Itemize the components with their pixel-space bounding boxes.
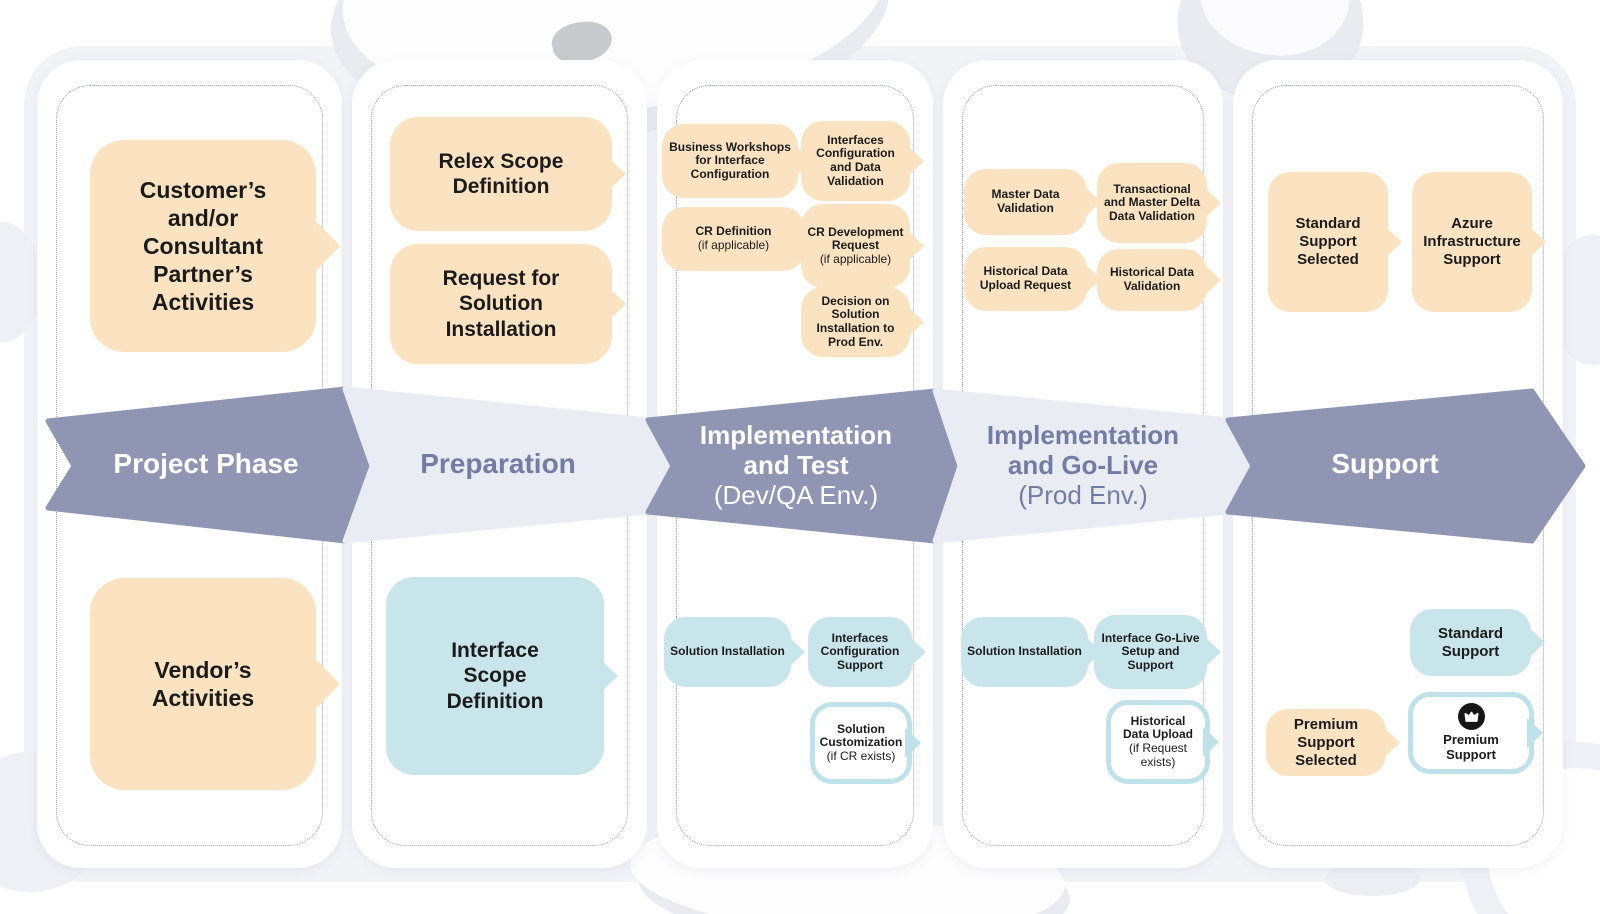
bubble-solution-installation-prod: Solution Installation	[961, 617, 1088, 687]
bubble-premium-support: Premium Support	[1408, 692, 1534, 774]
phase-text: Support	[1331, 448, 1439, 479]
bubble-note: (if Request exists)	[1128, 741, 1188, 769]
phase-text: and Go-Live	[1007, 450, 1159, 481]
bubble-text: Interface Scope Definition	[446, 639, 544, 713]
bubble-text: Azure Infrastructure Support	[1423, 215, 1521, 268]
bubble-transactional-master-delta: Transactional and Master Delta Data Vali…	[1097, 163, 1207, 243]
phase-text: Project Phase	[113, 448, 299, 479]
bubble-text: Interfaces Configuration and Data Valida…	[816, 132, 895, 188]
bubble-premium-support-selected: Premium Support Selected	[1266, 709, 1386, 776]
bubble-relex-scope-definition: Relex Scope Definition	[390, 117, 612, 231]
bubble-text: Decision on Solution Installation to Pro…	[816, 293, 895, 349]
bubble-text: Historical Data Upload Request	[979, 264, 1072, 292]
bubble-historical-data-validation: Historical Data Validation	[1097, 249, 1207, 311]
bubble-interfaces-config-validation: Interfaces Configuration and Data Valida…	[801, 121, 910, 201]
bubble-business-workshops: Business Workshops for Interface Configu…	[662, 124, 798, 198]
bubble-note: (if applicable)	[697, 238, 770, 252]
phase-label-implementation-test: Implementation and Test (Dev/QA Env.)	[655, 420, 937, 510]
bubble-text: Historical Data Validation	[1109, 265, 1195, 293]
bubble-text: Customer’s and/or Consultant Partner’s A…	[139, 176, 267, 316]
bubble-text: Relex Scope Definition	[438, 149, 564, 198]
bubble-note: (if CR exists)	[826, 748, 896, 763]
bubble-solution-customization: Solution Customization (if CR exists)	[810, 702, 912, 784]
bubble-text: Standard Support	[1437, 624, 1503, 660]
phase-subtext: (Dev/QA Env.)	[713, 480, 879, 511]
phase-label-project-phase: Project Phase	[62, 448, 350, 480]
bubble-interface-golive-setup: Interface Go-Live Setup and Support	[1094, 615, 1207, 689]
bubble-standard-support-selected: Standard Support Selected	[1268, 172, 1388, 312]
bubble-azure-infrastructure-support: Azure Infrastructure Support	[1412, 172, 1532, 312]
phase-text: Preparation	[420, 448, 576, 479]
bubble-text: CR Definition	[695, 224, 772, 239]
bubble-text: Transactional and Master Delta Data Vali…	[1103, 181, 1201, 223]
bubble-cr-development-request: CR Development Request (if applicable)	[801, 204, 910, 288]
bubble-interfaces-config-support: Interfaces Configuration Support	[808, 617, 912, 687]
phase-label-support: Support	[1235, 448, 1535, 480]
bubble-text: Solution Customization	[819, 721, 903, 750]
bubble-solution-installation-dev: Solution Installation	[664, 617, 791, 687]
bubble-text: Interface Go-Live Setup and Support	[1101, 630, 1200, 672]
bubble-text: Request for Solution Installation	[442, 267, 560, 341]
bubble-cr-definition: CR Definition (if applicable)	[662, 207, 805, 271]
bubble-text: Business Workshops for Interface Configu…	[669, 139, 791, 181]
bubble-interface-scope-definition: Interface Scope Definition	[386, 577, 604, 775]
bubble-text: Solution Installation	[967, 644, 1082, 659]
bubble-standard-support: Standard Support	[1410, 609, 1531, 676]
bubble-master-data-validation: Master Data Validation	[964, 169, 1087, 235]
bubble-customer-activities: Customer’s and/or Consultant Partner’s A…	[90, 140, 316, 352]
bubble-decision-solution-installation: Decision on Solution Installation to Pro…	[801, 287, 910, 357]
bubble-text: Premium Support	[1443, 732, 1499, 762]
bubble-historical-upload-request: Historical Data Upload Request	[964, 247, 1087, 311]
bubble-text: CR Development Request	[807, 224, 904, 253]
bubble-text: Master Data Validation	[991, 187, 1060, 215]
bubble-vendor-activities: Vendor’s Activities	[90, 578, 316, 790]
phase-label-implementation-golive: Implementation and Go-Live (Prod Env.)	[940, 420, 1226, 510]
bubble-text: Historical Data Upload	[1122, 713, 1193, 742]
phase-text: Implementation	[699, 420, 893, 450]
phase-label-preparation: Preparation	[350, 448, 646, 480]
bubble-request-solution-installation: Request for Solution Installation	[390, 244, 612, 364]
phase-text: Implementation	[986, 420, 1180, 450]
bubble-text: Premium Support Selected	[1293, 715, 1359, 769]
bubble-text: Interfaces Configuration Support	[820, 630, 900, 672]
bubble-text: Standard Support Selected	[1295, 215, 1361, 268]
bubble-text: Vendor’s Activities	[151, 656, 255, 711]
bubble-text: Solution Installation	[670, 644, 785, 659]
phase-text: and Test	[743, 450, 849, 481]
crown-icon	[1457, 703, 1485, 731]
bubble-historical-data-upload: Historical Data Upload (if Request exist…	[1106, 700, 1210, 784]
bubble-note: (if applicable)	[819, 251, 892, 266]
phase-subtext: (Prod Env.)	[1018, 480, 1148, 511]
